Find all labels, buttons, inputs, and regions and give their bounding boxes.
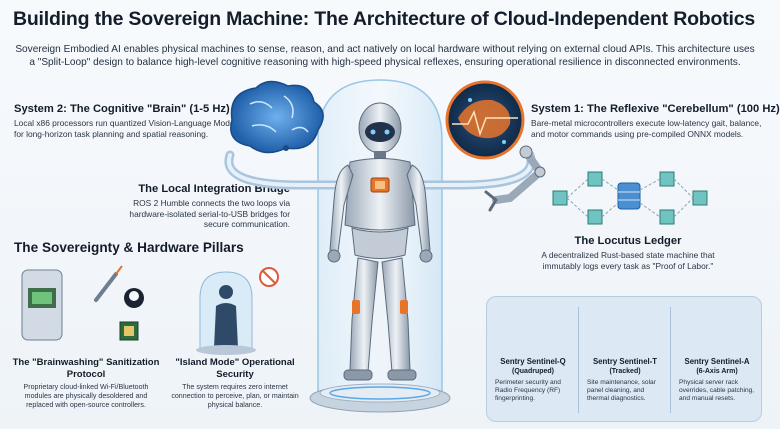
intro-text: Sovereign Embodied AI enables physical m… [15,44,755,68]
pillar-island-title: "Island Mode" Operational Security [175,357,295,380]
bridge-section: The Local Integration Bridge ROS 2 Humbl… [112,183,290,230]
soldering-iron-icon [94,265,123,302]
ledger-cubes-icon [552,171,708,225]
ledger-section: The Locutus Ledger A decentralized Rust-… [528,235,728,271]
sentry-q: Sentry Sentinel-Q (Quadruped) Perimeter … [487,297,579,423]
bridge-body: ROS 2 Humble connects the two loops via … [129,198,290,230]
sentry-a-title: Sentry Sentinel-A [684,357,750,366]
ledger-body: A decentralized Rust-based state machine… [541,250,715,271]
robot-arm-icon [484,145,546,212]
sentries-panel: Sentry Sentinel-Q (Quadruped) Perimeter … [486,296,762,422]
system2-section: System 2: The Cognitive "Brain" (1-5 Hz)… [14,103,249,139]
system2-body: Local x86 processors run quantized Visio… [14,118,241,139]
sentry-q-body: Perimeter security and Radio Frequency (… [495,378,561,403]
sentry-a: Sentry Sentinel-A (6-Axis Arm) Physical … [671,297,763,423]
human-silhouette-dome-icon [196,271,256,355]
system1-title: System 1: The Reflexive "Cerebellum" (10… [531,103,780,115]
sentry-a-body: Physical server rack overrides, cable pa… [679,378,755,403]
bridge-title: The Local Integration Bridge [138,183,290,195]
sentry-divider [578,307,579,413]
sentry-t-body: Site maintenance, solar panel cleaning, … [587,378,656,403]
pillar-island-mode: "Island Mode" Operational Security The s… [170,357,300,410]
brain-icon [230,80,324,154]
page-title: Building the Sovereign Machine: The Arch… [12,8,756,30]
system2-title: System 2: The Cognitive "Brain" (1-5 Hz) [14,103,230,115]
system1-section: System 1: The Reflexive "Cerebellum" (10… [531,103,780,139]
chip-icon [21,269,139,341]
pillar-sanitization-title: The "Brainwashing" Sanitization Protocol [12,357,160,380]
system1-body: Bare-metal microcontrollers execute low-… [531,118,762,139]
pillar-sanitization-body: Proprietary cloud-linked Wi-Fi/Bluetooth… [23,383,149,409]
cerebellum-icon [445,80,525,160]
sentry-t-title: Sentry Sentinel-T [592,357,658,366]
robot-humanoid-icon [327,102,433,381]
pillar-island-body: The system requires zero internet connec… [171,383,299,409]
pillar-sanitization: The "Brainwashing" Sanitization Protocol… [12,357,160,410]
sentry-q-sub: (Quadruped) [512,367,554,375]
github-icon [124,288,144,308]
no-wifi-icon [259,267,279,287]
pillars-title: The Sovereignty & Hardware Pillars [14,240,244,255]
sentry-t-sub: (Tracked) [609,367,641,375]
sentry-divider [670,307,671,413]
sentry-q-title: Sentry Sentinel-Q [500,357,566,366]
sentry-a-sub: (6-Axis Arm) [696,367,738,375]
sentry-t: Sentry Sentinel-T (Tracked) Site mainten… [579,297,671,423]
ledger-title: The Locutus Ledger [574,235,682,247]
